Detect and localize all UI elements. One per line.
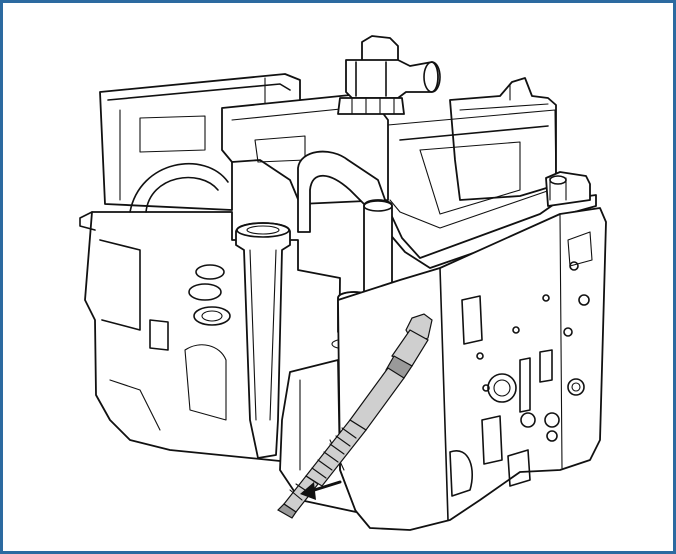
right-rear-wall xyxy=(449,77,557,201)
top-fitting xyxy=(337,35,441,115)
side-stud xyxy=(545,171,591,207)
right-front-block xyxy=(337,207,607,531)
arrow-pointing-left-icon xyxy=(300,480,342,500)
guide-column xyxy=(235,222,291,459)
cylinder-head-illustration xyxy=(79,35,607,531)
